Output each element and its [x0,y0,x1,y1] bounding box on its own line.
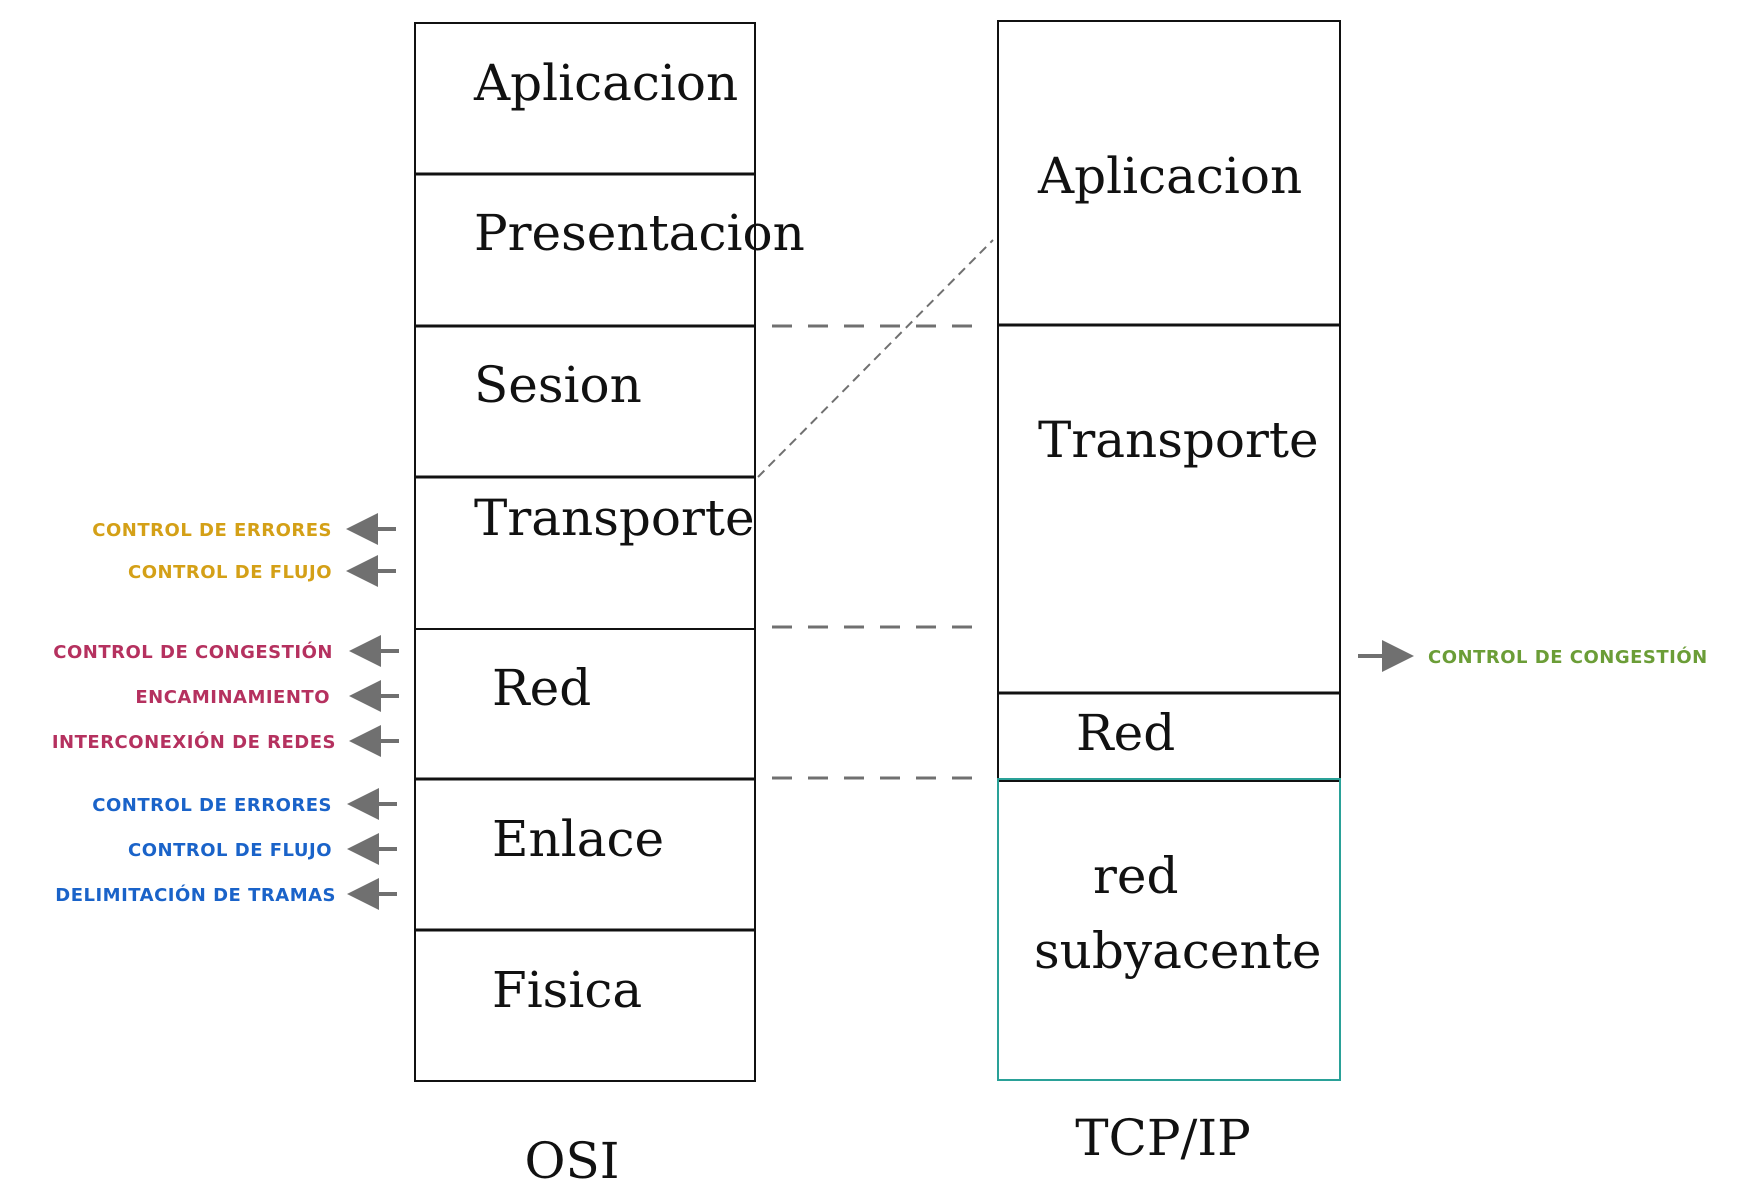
tcpip-layer-transporte: Transporte [1038,411,1319,469]
osi-layer-red: Red [492,659,591,717]
osi-layer-aplicacion: Aplicacion [473,54,738,112]
mapping-lines [757,239,994,780]
osi-layer-sesion: Sesion [474,356,642,414]
osi-layer-enlace: Enlace [492,810,664,868]
left-arrows [346,513,399,910]
left-annotations: CONTROL DE ERRORES CONTROL DE FLUJO CONT… [52,520,336,906]
annotation-enlace-errores: CONTROL DE ERRORES [92,795,332,816]
annotation-red-encaminamiento: ENCAMINAMIENTO [135,687,330,708]
mapping-line-diagonal [757,239,994,478]
osi-outline [414,22,756,1082]
annotation-enlace-flujo: CONTROL DE FLUJO [128,840,332,861]
tcpip-layer-red-subyacente-line2: subyacente [1034,922,1321,980]
tcpip-layer-red-subyacente-line1: red [1093,847,1179,905]
osi-layer-transporte: Transporte [474,489,755,547]
annotation-tcpip-congestion: CONTROL DE CONGESTIÓN [1428,646,1708,668]
tcpip-caption: TCP/IP [1075,1109,1251,1167]
tcpip-red-subyacente-box [997,778,1341,1081]
tcpip-layer-aplicacion: Aplicacion [1037,147,1302,205]
tcpip-layer-red: Red [1076,704,1175,762]
annotation-red-interconexion: INTERCONEXIÓN DE REDES [52,731,336,753]
annotation-enlace-tramas: DELIMITACIÓN DE TRAMAS [55,884,336,906]
osi-layer-presentacion: Presentacion [474,204,805,262]
osi-stack: Aplicacion Presentacion Sesion Transport… [414,22,805,1082]
annotation-transporte-errores: CONTROL DE ERRORES [92,520,332,541]
tcpip-outline [997,20,1341,782]
annotation-transporte-flujo: CONTROL DE FLUJO [128,562,332,583]
tcpip-stack: Aplicacion Transporte Red red subyacente [997,20,1341,1081]
osi-layer-fisica: Fisica [492,961,642,1019]
annotation-red-congestion: CONTROL DE CONGESTIÓN [53,641,333,663]
osi-caption: OSI [525,1132,620,1190]
